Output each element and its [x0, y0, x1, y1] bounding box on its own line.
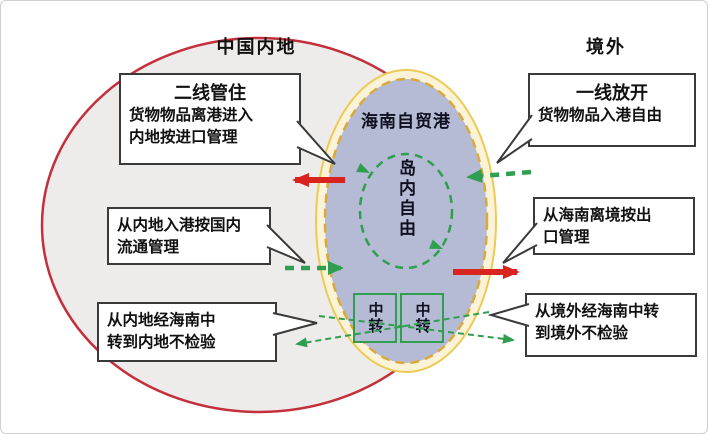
- callout-mainland-transit-text2: 转到内地不检验: [107, 334, 216, 351]
- mainland-region-label: 中国内地: [216, 37, 297, 57]
- cycle-arrowhead-bottom-icon: [429, 239, 443, 249]
- callout-first-line-tail: [496, 114, 533, 164]
- callout-first-line-title: 一线放开: [576, 83, 648, 103]
- callout-export-control-text2: 口管理: [543, 229, 590, 246]
- callout-second-line-title: 二线管住: [174, 83, 246, 103]
- transit-box-left: 中转: [353, 293, 397, 343]
- transit-box-right: 中转: [400, 293, 444, 343]
- callout-first-line: 一线放开 货物物品入港自由: [528, 73, 696, 147]
- callout-domestic-flow-tail: [266, 224, 306, 264]
- callout-export-control-text1: 从海南离境按出: [543, 207, 652, 224]
- callout-second-line-text2: 内地按进口管理: [129, 129, 238, 146]
- callout-second-line-text1: 货物物品离港进入: [129, 107, 254, 124]
- callout-second-line: 二线管住 货物物品离港进入 内地按进口管理: [119, 73, 301, 165]
- callout-export-control: 从海南离境按出 口管理: [533, 197, 695, 255]
- callout-domestic-flow-text1: 从内地入港按国内: [117, 217, 242, 234]
- callout-first-line-text1: 货物物品入港自由: [538, 107, 663, 124]
- overseas-region-label: 境外: [586, 37, 626, 57]
- callout-overseas-transit-text2: 到境外不检验: [535, 325, 629, 342]
- green-arrow-from-overseas: [466, 168, 532, 183]
- inner-freedom-label: 岛内自由: [396, 159, 415, 239]
- callout-mainland-transit-tail: [272, 312, 318, 336]
- callout-overseas-transit-tail: [487, 303, 530, 327]
- callout-domestic-flow-text2: 流通管理: [117, 239, 180, 256]
- port-title: 海南自贸港: [361, 112, 451, 131]
- callout-overseas-transit-text1: 从境外经海南中转: [535, 303, 660, 320]
- callout-overseas-transit: 从境外经海南中转 到境外不检验: [525, 293, 697, 357]
- callout-export-control-tail: [502, 222, 538, 264]
- callout-second-line-tail: [296, 120, 336, 165]
- callout-domestic-flow: 从内地入港按国内 流通管理: [107, 207, 271, 265]
- callout-mainland-transit: 从内地经海南中 转到内地不检验: [97, 302, 277, 362]
- cycle-arrowhead-top-icon: [356, 162, 370, 173]
- transit-box-right-label: 中转: [413, 302, 431, 334]
- transit-box-left-label: 中转: [366, 302, 384, 334]
- callout-mainland-transit-text1: 从内地经海南中: [107, 312, 216, 329]
